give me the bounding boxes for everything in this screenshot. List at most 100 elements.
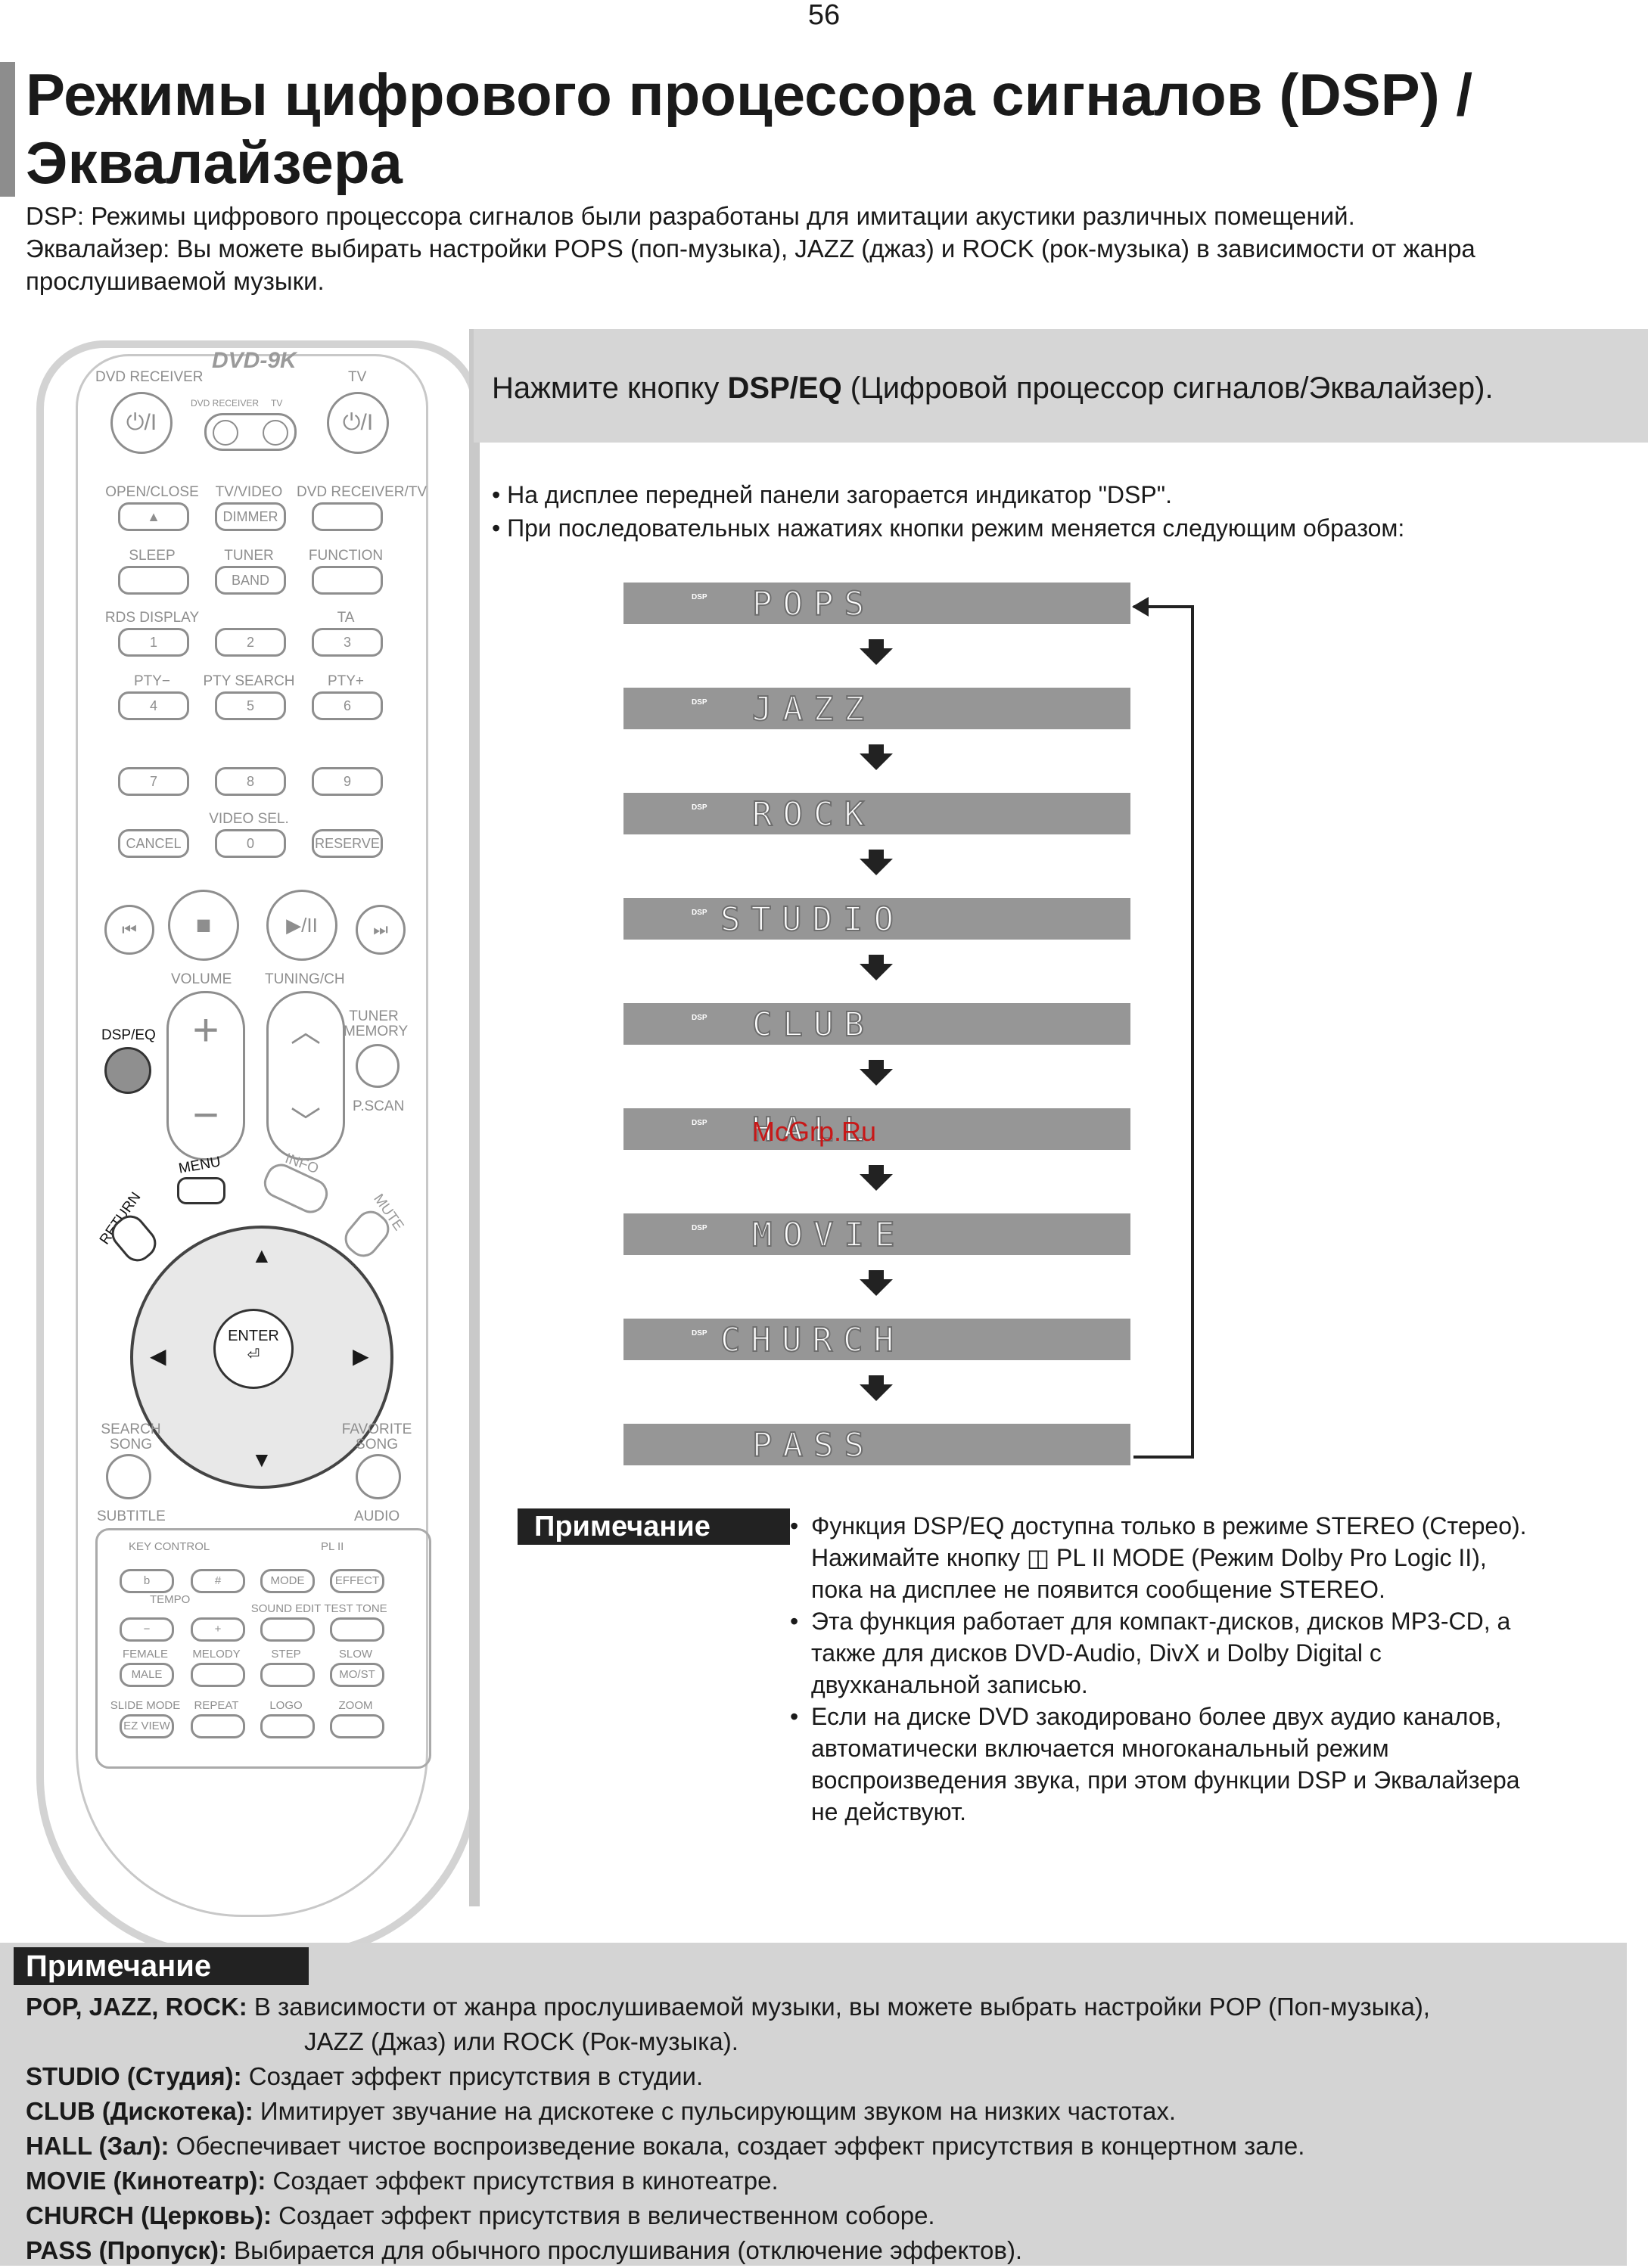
remote-key[interactable]: 3 bbox=[312, 628, 383, 657]
lower-key-label: SLOW bbox=[338, 1648, 373, 1661]
note-bullet: Эта функция работает для компакт-дисков,… bbox=[790, 1605, 1637, 1637]
bullet-item: • На дисплее передней панели загорается … bbox=[492, 481, 1172, 508]
lower-key[interactable]: EFFECT bbox=[330, 1569, 384, 1593]
note-bullet: Если на диске DVD закодировано более дву… bbox=[790, 1701, 1637, 1732]
lower-key[interactable]: MALE bbox=[120, 1663, 174, 1687]
mode-name: JAZZ bbox=[751, 690, 875, 729]
remote-key[interactable]: 8 bbox=[215, 767, 286, 796]
lower-key[interactable] bbox=[260, 1617, 315, 1642]
remote-key[interactable]: 7 bbox=[118, 767, 189, 796]
tuning-rocker[interactable]: ︿ ﹀ bbox=[266, 991, 345, 1160]
lower-key[interactable]: + bbox=[191, 1617, 245, 1642]
remote-key[interactable]: BAND bbox=[215, 566, 286, 595]
definition-row: STUDIO (Студия): Создает эффект присутст… bbox=[26, 2062, 704, 2090]
dsp-indicator: DSP bbox=[692, 1014, 707, 1022]
lower-key[interactable] bbox=[330, 1617, 384, 1642]
lower-key[interactable] bbox=[260, 1714, 315, 1738]
dsp-indicator: DSP bbox=[692, 1329, 707, 1337]
remote-key[interactable]: ▲ bbox=[118, 502, 189, 531]
dsp-indicator: DSP bbox=[692, 698, 707, 707]
lower-key[interactable] bbox=[191, 1714, 245, 1738]
watermark: McGrp.Ru bbox=[752, 1116, 877, 1147]
pl2-label: PL II bbox=[321, 1540, 344, 1553]
arrow-up-icon[interactable]: ▲ bbox=[251, 1244, 272, 1267]
definition-row: JAZZ (Джаз) или ROCK (Рок-музыка). bbox=[304, 2027, 738, 2055]
remote-key[interactable]: 4 bbox=[118, 691, 189, 720]
switch-label-right: TV bbox=[271, 398, 283, 409]
lower-key[interactable]: # bbox=[191, 1569, 245, 1593]
arrow-down-icon bbox=[860, 639, 893, 665]
remote-key[interactable] bbox=[118, 566, 189, 595]
lower-key-label: MELODY bbox=[192, 1648, 241, 1661]
tuner-memory-button[interactable] bbox=[356, 1044, 400, 1088]
remote-key-label: PTY+ bbox=[327, 673, 365, 689]
search-song-button[interactable] bbox=[106, 1454, 151, 1499]
pscan-label: P.SCAN bbox=[353, 1098, 405, 1114]
chevron-up-icon[interactable]: ︿ bbox=[291, 1015, 321, 1049]
lower-key[interactable] bbox=[191, 1663, 245, 1687]
arrow-left-icon[interactable]: ◀ bbox=[150, 1344, 166, 1368]
definition-row: PASS (Пропуск): Выбирается для обычного … bbox=[26, 2236, 1023, 2264]
remote-key[interactable]: 5 bbox=[215, 691, 286, 720]
mode-switch[interactable] bbox=[204, 413, 297, 451]
lower-key[interactable]: MODE bbox=[260, 1569, 315, 1593]
arrow-right-icon[interactable]: ▶ bbox=[353, 1344, 369, 1368]
remote-key[interactable]: DIMMER bbox=[215, 502, 286, 531]
play-pause-icon[interactable]: ▶/II bbox=[266, 890, 337, 961]
remote-key-label: OPEN/CLOSE bbox=[105, 484, 199, 500]
note-body: Функция DSP/EQ доступна только в режиме … bbox=[790, 1510, 1637, 1828]
remote-key[interactable] bbox=[312, 566, 383, 595]
stop-icon[interactable]: ■ bbox=[168, 890, 239, 961]
volume-rocker[interactable]: + − bbox=[166, 991, 245, 1160]
next-track-icon[interactable]: ⏭ bbox=[356, 905, 406, 955]
tv-power-icon[interactable]: ⏻/I bbox=[327, 392, 389, 454]
remote-key[interactable]: RESERVE bbox=[312, 829, 383, 858]
instruction-text: Нажмите кнопку DSP/EQ (Цифровой процессо… bbox=[492, 371, 1494, 405]
arrow-down-icon bbox=[860, 1060, 893, 1086]
favorite-song-button[interactable] bbox=[356, 1454, 401, 1499]
mode-name: STUDIO bbox=[720, 900, 904, 939]
remote-key-label: RDS DISPLAY bbox=[104, 610, 200, 626]
prev-track-icon[interactable]: ⏮ bbox=[104, 905, 154, 955]
remote-key[interactable]: 1 bbox=[118, 628, 189, 657]
remote-key[interactable]: 6 bbox=[312, 691, 383, 720]
note-line: двухканальной записью. bbox=[811, 1671, 1088, 1698]
chevron-down-icon[interactable]: ﹀ bbox=[291, 1106, 321, 1139]
mode-name: MOVIE bbox=[751, 1216, 906, 1254]
lower-key[interactable]: − bbox=[120, 1617, 174, 1642]
lower-key[interactable] bbox=[330, 1714, 384, 1738]
lower-key[interactable]: MO/ST bbox=[330, 1663, 384, 1687]
dsp-eq-button[interactable] bbox=[104, 1047, 151, 1094]
remote-key[interactable]: 0 bbox=[215, 829, 286, 858]
note-label: Примечание bbox=[518, 1508, 790, 1545]
mode-display: DSP CHURCH bbox=[623, 1319, 1130, 1360]
page-number: 56 bbox=[807, 0, 841, 31]
volume-up-icon[interactable]: + bbox=[192, 1005, 219, 1055]
lower-key-label: TEST TONE bbox=[324, 1602, 387, 1615]
tempo-label: TEMPO bbox=[150, 1593, 191, 1606]
mode-name: CHURCH bbox=[720, 1321, 904, 1359]
volume-down-icon[interactable]: − bbox=[192, 1089, 219, 1140]
arrow-down-icon bbox=[860, 1270, 893, 1296]
lower-key[interactable]: b bbox=[120, 1569, 174, 1593]
switch-label-left: DVD RECEIVER bbox=[191, 398, 260, 409]
volume-label: VOLUME bbox=[171, 971, 232, 987]
remote-key[interactable]: 9 bbox=[312, 767, 383, 796]
subtitle-label: SUBTITLE bbox=[97, 1508, 166, 1524]
arrow-down-icon[interactable]: ▼ bbox=[251, 1448, 272, 1471]
lower-key[interactable] bbox=[260, 1663, 315, 1687]
title-accent-bar bbox=[0, 62, 15, 197]
enter-button[interactable]: ENTER ⏎ bbox=[213, 1309, 294, 1389]
lower-key-label: SOUND EDIT bbox=[250, 1602, 322, 1615]
power-icon[interactable]: ⏻/I bbox=[110, 392, 173, 454]
remote-key[interactable]: 2 bbox=[215, 628, 286, 657]
mode-name: CLUB bbox=[751, 1005, 875, 1044]
remote-key-label: SLEEP bbox=[129, 548, 176, 564]
remote-key[interactable]: CANCEL bbox=[118, 829, 189, 858]
remote-key[interactable] bbox=[312, 502, 383, 531]
mode-display: DSP JAZZ bbox=[623, 688, 1130, 729]
lower-key[interactable]: EZ VIEW bbox=[120, 1714, 174, 1738]
menu-button[interactable] bbox=[177, 1177, 225, 1204]
cycle-return-line bbox=[1133, 605, 1194, 1459]
